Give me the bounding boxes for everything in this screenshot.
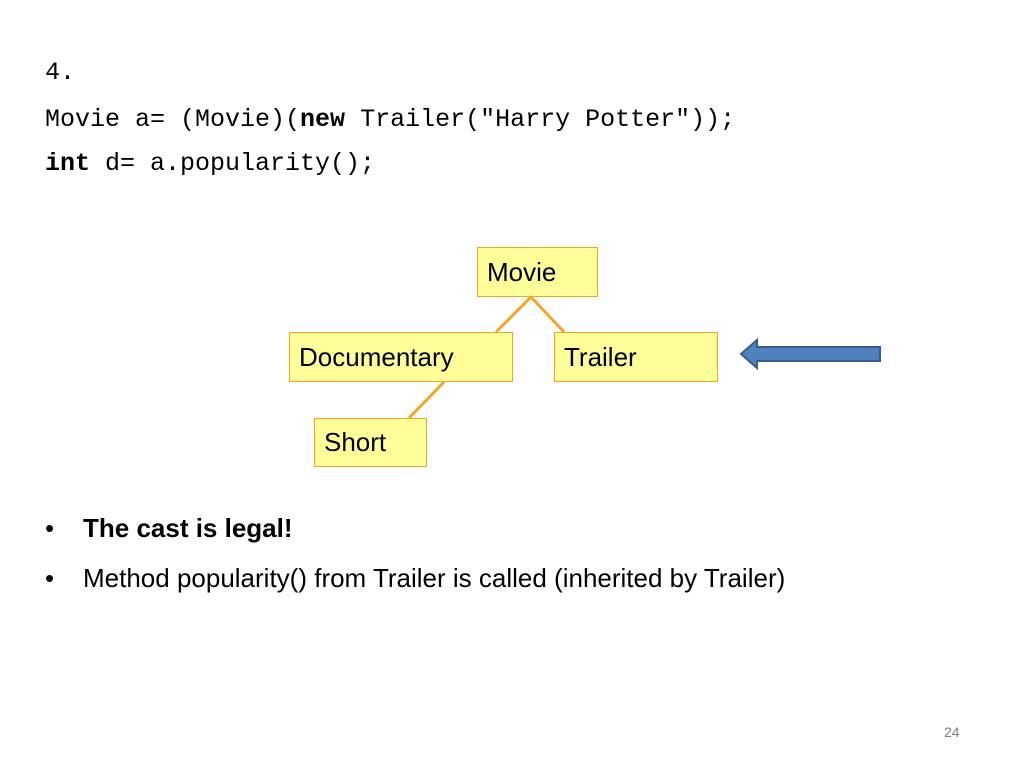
code-line-2: Movie a= (Movie)(new Trailer("Harry Pott… (45, 105, 735, 135)
node-documentary-label: Documentary (299, 341, 454, 372)
node-documentary: Documentary (289, 332, 513, 382)
bullet-item-cast-legal: • The cast is legal! (45, 508, 785, 558)
edge-documentary-short (407, 380, 446, 420)
bullet-item-method-called: • Method popularity() from Trailer is ca… (45, 558, 785, 608)
node-trailer-label: Trailer (564, 341, 637, 372)
code-constructor-text: Trailer("Harry Potter")); (345, 105, 736, 134)
left-arrow-icon (739, 337, 881, 371)
bullet-text-method-called: Method popularity() from Trailer is call… (83, 563, 786, 593)
bullet-text-cast-legal: The cast is legal! (83, 513, 293, 543)
code-step-number: 4. (45, 58, 76, 87)
code-line-1: 4. (45, 58, 75, 88)
node-movie-label: Movie (487, 256, 557, 287)
node-short: Short (314, 418, 427, 467)
code-cast-text: Movie a= (Movie)( (45, 105, 301, 134)
bullet-dot-icon: • (45, 513, 55, 543)
node-trailer: Trailer (554, 332, 718, 382)
code-line-3: int d= a.popularity(); (45, 149, 375, 179)
node-short-label: Short (324, 427, 387, 457)
code-call-text: d= a.popularity(); (90, 149, 376, 178)
code-keyword-new: new (300, 105, 346, 134)
node-movie: Movie (477, 247, 598, 297)
edge-movie-documentary (494, 295, 533, 334)
edge-movie-trailer (529, 295, 566, 334)
bullet-list: • The cast is legal! • Method popularity… (45, 508, 785, 608)
code-keyword-int: int (45, 149, 91, 178)
page-number: 24 (944, 724, 960, 740)
bullet-dot-icon: • (45, 563, 55, 593)
